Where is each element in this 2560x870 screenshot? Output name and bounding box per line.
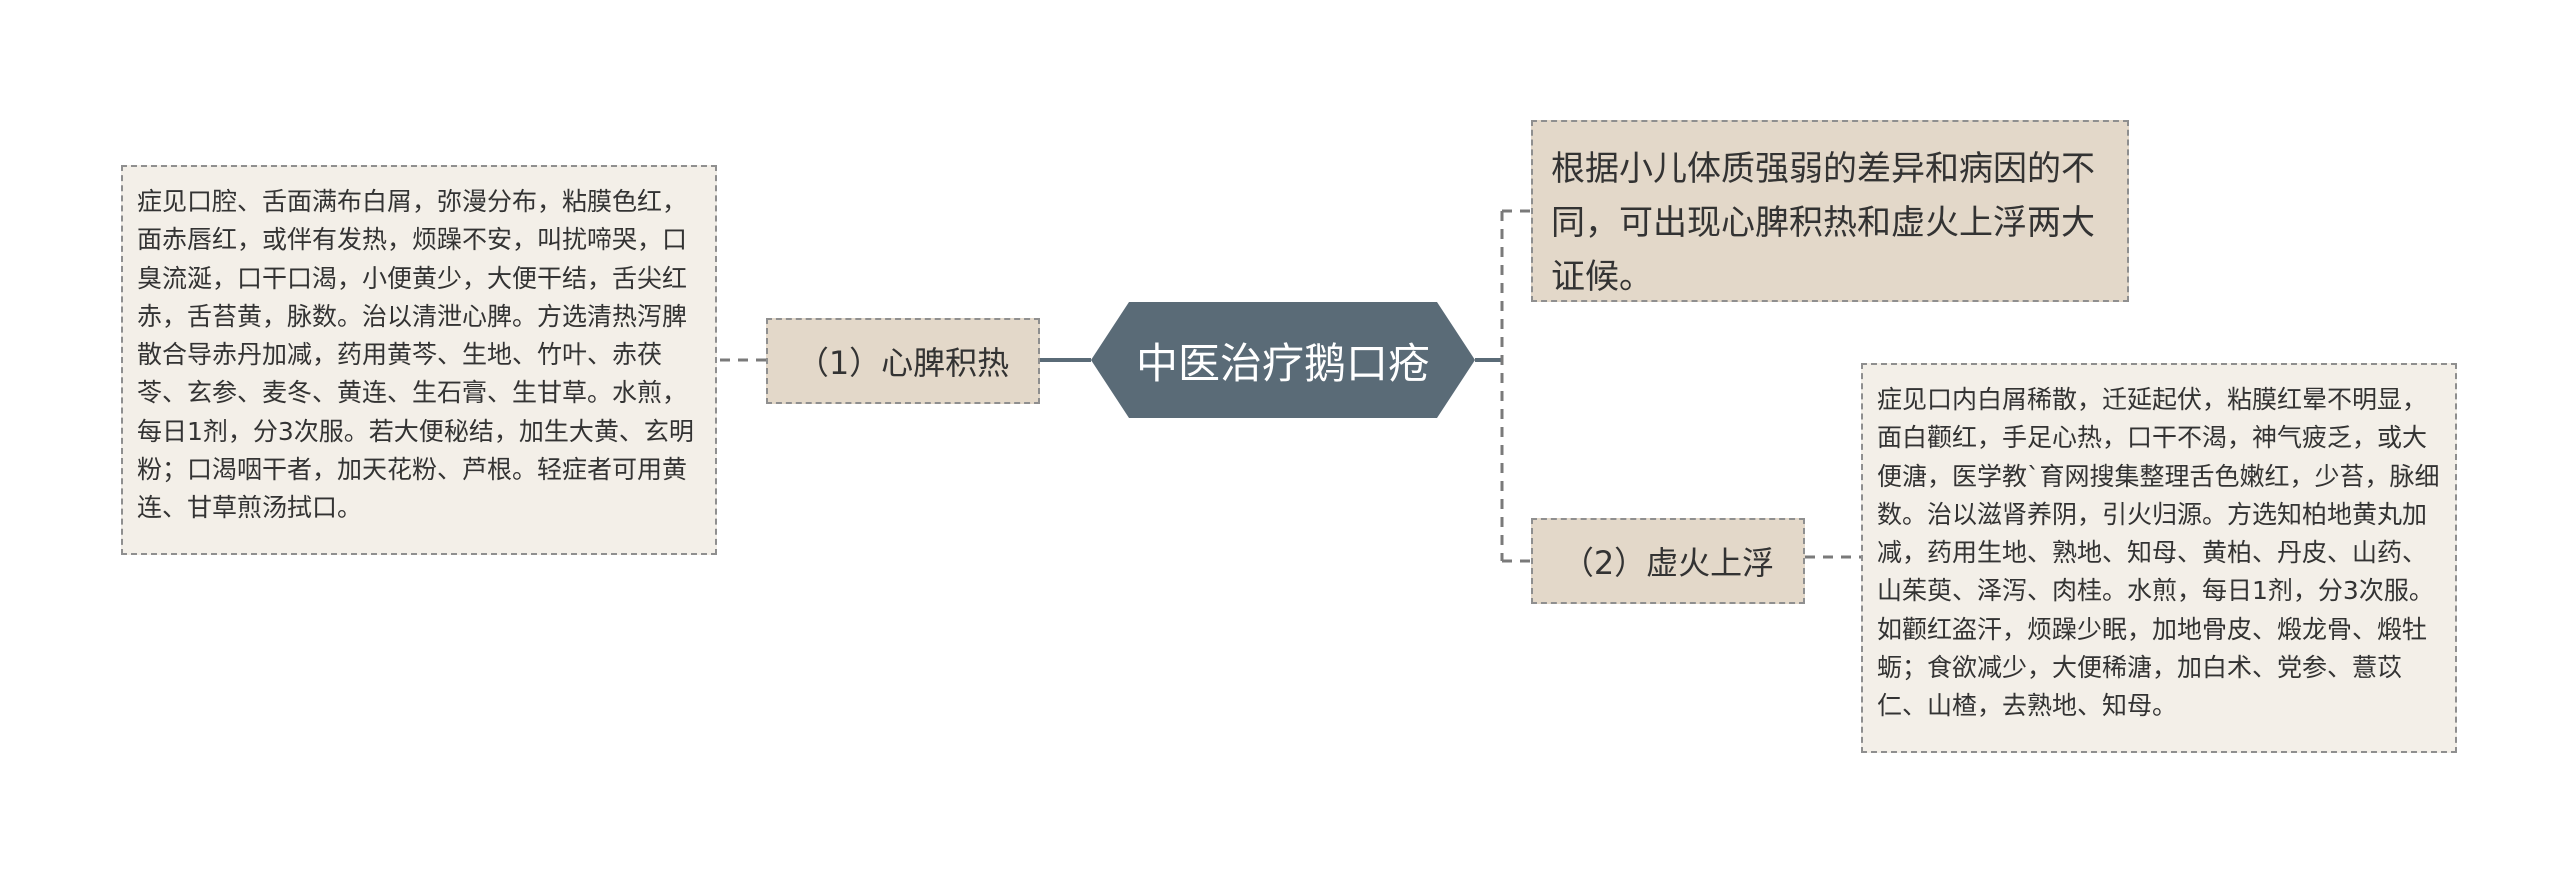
central-topic-label: 中医治疗鹅口疮: [1135, 338, 1430, 388]
detail-heart-spleen-heat[interactable]: 症见口腔、舌面满布白屑，弥漫分布，粘膜色红，面赤唇红，或伴有发热，烦躁不安，叫扰…: [121, 165, 717, 555]
detail-text: 症见口内白屑稀散，迁延起伏，粘膜红晕不明显，面白颧红，手足心热，口干不渴，神气疲…: [1877, 385, 2440, 721]
central-topic[interactable]: 中医治疗鹅口疮: [1091, 302, 1475, 418]
intro-note[interactable]: 根据小儿体质强弱的差异和病因的不同，可出现心脾积热和虚火上浮两大证候。: [1531, 120, 2129, 302]
branch-label: （2）虚火上浮: [1561, 544, 1775, 582]
intro-note-text: 根据小儿体质强弱的差异和病因的不同，可出现心脾积热和虚火上浮两大证候。: [1551, 149, 2095, 297]
detail-text: 症见口腔、舌面满布白屑，弥漫分布，粘膜色红，面赤唇红，或伴有发热，烦躁不安，叫扰…: [137, 187, 694, 523]
branch-deficient-fire[interactable]: （2）虚火上浮: [1531, 518, 1805, 604]
branch-heart-spleen-heat[interactable]: （1）心脾积热: [766, 318, 1040, 404]
detail-deficient-fire[interactable]: 症见口内白屑稀散，迁延起伏，粘膜红晕不明显，面白颧红，手足心热，口干不渴，神气疲…: [1861, 363, 2457, 753]
branch-label: （1）心脾积热: [796, 344, 1010, 382]
